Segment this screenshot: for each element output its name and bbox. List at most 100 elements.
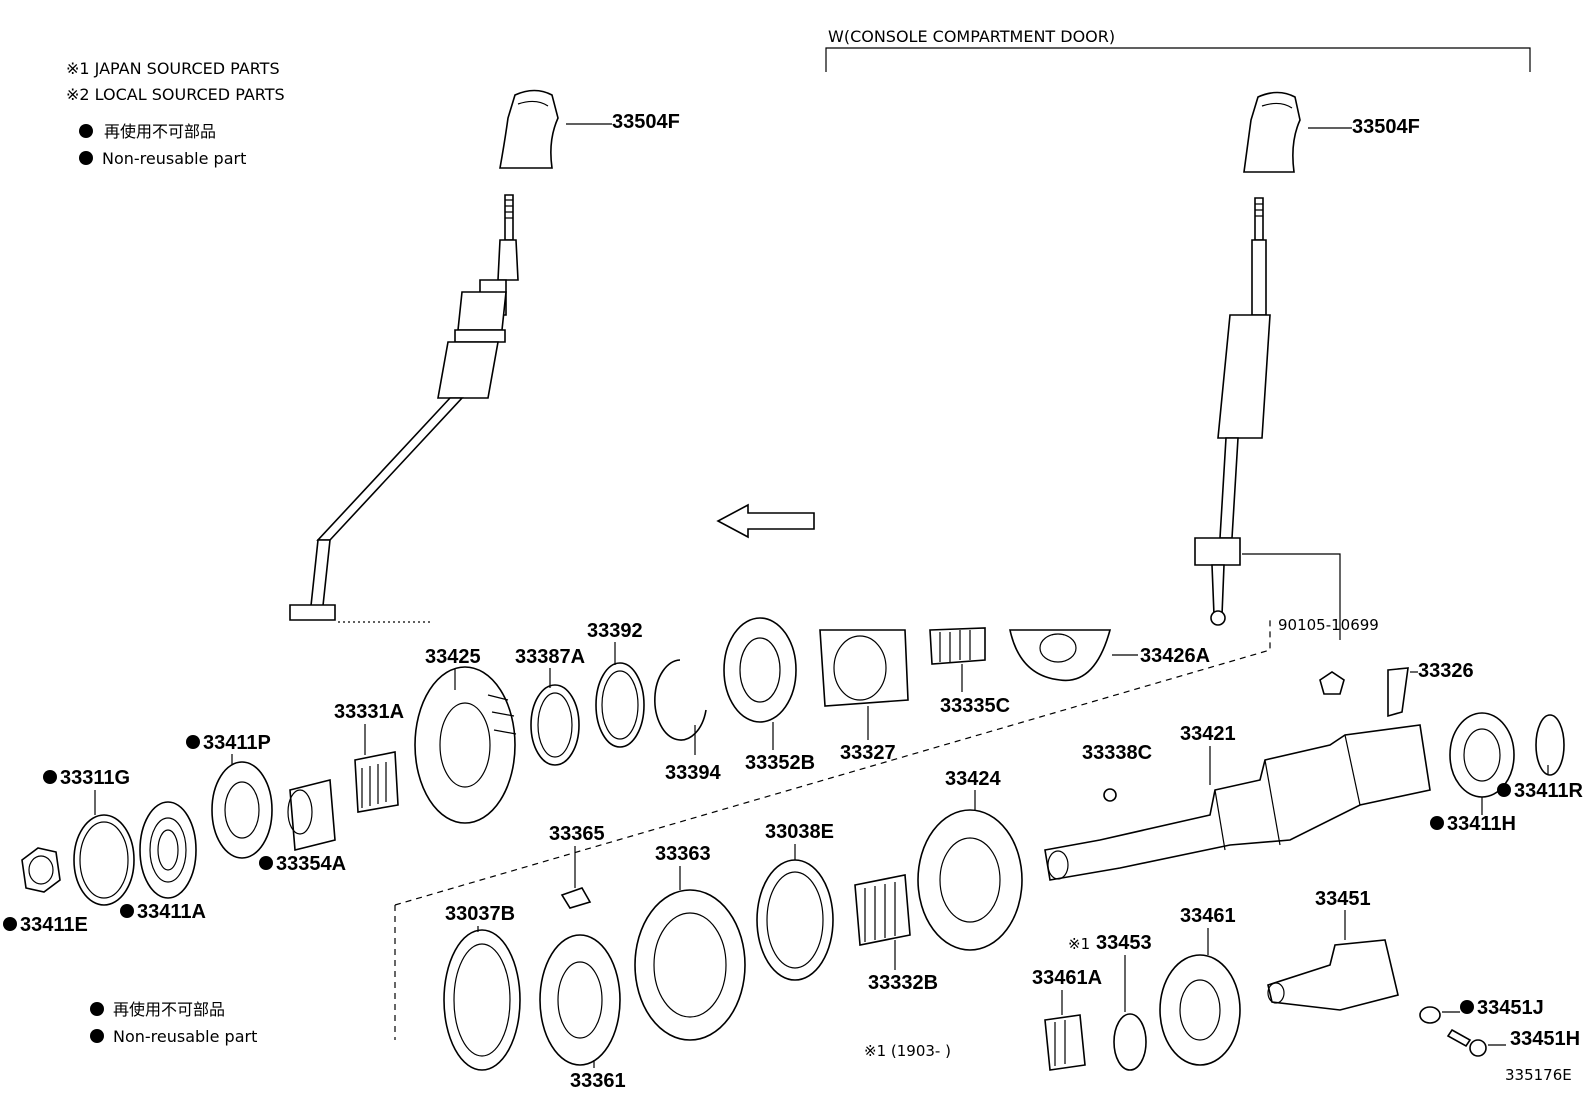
part-33327-sleeve — [819, 629, 909, 707]
nonreusable-bullet-icon — [79, 151, 93, 165]
part-33037B-ring — [443, 929, 521, 1071]
part-33394-snap-ring — [654, 659, 707, 741]
part-33326-bracket — [1319, 667, 1409, 718]
part-33038E-synchro-ring — [756, 859, 834, 981]
label-33421: 33421 — [1180, 723, 1236, 745]
cut-label-bolt: 90105-10699 — [1278, 616, 1379, 634]
part-33451H-bolt — [1446, 1028, 1487, 1057]
date-note: ※1 (1903- ) — [864, 1042, 951, 1060]
label-33453: 33453 — [1096, 932, 1152, 954]
label-33451: 33451 — [1315, 888, 1371, 910]
label-33363: 33363 — [655, 843, 711, 865]
nonreusable-bullet-icon — [1430, 816, 1444, 830]
part-33451J-washer — [1419, 1006, 1441, 1024]
part-33453-ring — [1113, 1013, 1147, 1071]
nonreusable-bullet-icon — [120, 904, 134, 918]
part-33354A-spacer — [287, 778, 336, 852]
label-33411E: 33411E — [20, 914, 88, 936]
part-33411A-bearing — [139, 801, 197, 899]
nonreusable-bullet-icon — [1497, 783, 1511, 797]
label-33451J: 33451J — [1477, 997, 1544, 1019]
label-33504F-left: 33504F — [612, 111, 680, 133]
label-33038E: 33038E — [765, 821, 834, 843]
label-33411A: 33411A — [137, 901, 206, 923]
label-33311G: 33311G — [60, 767, 130, 789]
nonreusable-bullet-icon — [186, 735, 200, 749]
label-33424: 33424 — [945, 768, 1001, 790]
nonreusable-bullet-icon — [90, 1002, 104, 1016]
legend-nonreusable-jp: 再使用不可部品 — [104, 122, 216, 141]
label-33426A: 33426A — [1140, 645, 1210, 667]
part-33335C-needle-bearing — [929, 627, 986, 665]
label-33453-mark: ※1 — [1068, 935, 1090, 953]
part-33411R-snap-ring — [1535, 714, 1565, 776]
diagram-id: 335176E — [1505, 1066, 1572, 1084]
direction-arrow-icon — [716, 503, 815, 539]
part-33426A-gear — [1009, 629, 1112, 682]
legend-note-japan: ※1 JAPAN SOURCED PARTS — [66, 59, 280, 78]
part-33387A-synchro-ring — [530, 684, 580, 766]
label-33335C: 33335C — [940, 695, 1010, 717]
label-33331A: 33331A — [334, 701, 404, 723]
part-33331A-needle-bearing — [354, 751, 399, 813]
nonreusable-bullet-icon — [1460, 1000, 1474, 1014]
lever-base-left — [289, 604, 336, 621]
label-33354A: 33354A — [276, 853, 346, 875]
nonreusable-bullet-icon — [3, 917, 17, 931]
part-33361-hub — [539, 934, 621, 1066]
label-33037B: 33037B — [445, 903, 515, 925]
nonreusable-bullet-icon — [79, 124, 93, 138]
label-33461: 33461 — [1180, 905, 1236, 927]
legend-note-local: ※2 LOCAL SOURCED PARTS — [66, 85, 285, 104]
label-33352B: 33352B — [745, 752, 815, 774]
legend-top: ※1 JAPAN SOURCED PARTS ※2 LOCAL SOURCED … — [66, 59, 285, 168]
label-33411R: 33411R — [1514, 780, 1584, 802]
part-33311G-snap-ring — [73, 814, 135, 906]
nonreusable-bullet-icon — [90, 1029, 104, 1043]
part-33451-shaft — [1267, 939, 1399, 1011]
label-33365: 33365 — [549, 823, 605, 845]
label-33387A: 33387A — [515, 646, 585, 668]
console-section-label: W(CONSOLE COMPARTMENT DOOR) — [828, 27, 1115, 46]
part-33338C-ball — [1103, 788, 1117, 802]
label-33425: 33425 — [425, 646, 481, 668]
part-33425-gear — [414, 666, 517, 824]
label-33326: 33326 — [1418, 660, 1474, 682]
part-33461-gear — [1159, 954, 1241, 1066]
part-33363-sleeve — [634, 889, 746, 1041]
part-33365-key — [560, 887, 592, 909]
part-33461A-needle-bearing — [1044, 1014, 1086, 1071]
label-33411H: 33411H — [1447, 813, 1516, 835]
label-33394: 33394 — [665, 762, 721, 784]
label-33361: 33361 — [570, 1070, 626, 1092]
label-33461A: 33461A — [1032, 967, 1102, 989]
part-33424-gear — [917, 809, 1023, 951]
part-labels: 33426A 33326 33425 33387A 33392 33331A 3… — [3, 620, 1584, 1092]
part-33411E-nut — [21, 847, 61, 893]
part-33421-main-shaft — [1044, 724, 1431, 881]
part-33411P-bearing — [211, 761, 273, 859]
console-section-bracket: W(CONSOLE COMPARTMENT DOOR) — [825, 27, 1531, 72]
label-33332B: 33332B — [868, 972, 938, 994]
legend-nonreusable-en: Non-reusable part — [102, 149, 246, 168]
nonreusable-bullet-icon — [259, 856, 273, 870]
label-33411P: 33411P — [203, 732, 271, 754]
legend-nonreusable-jp: 再使用不可部品 — [113, 1000, 225, 1019]
label-33451H: 33451H — [1510, 1028, 1580, 1050]
nonreusable-bullet-icon — [43, 770, 57, 784]
shift-knob-left — [499, 89, 559, 169]
shift-lever-right: 33504F — [1194, 91, 1420, 640]
label-33504F-right: 33504F — [1352, 116, 1420, 138]
part-33392-ring — [595, 662, 645, 748]
label-33338C: 33338C — [1082, 742, 1152, 764]
part-33332B-needle-bearing — [854, 874, 911, 946]
lever-collar-right — [1194, 537, 1241, 566]
part-33352B-hub — [723, 617, 797, 723]
legend-nonreusable-en: Non-reusable part — [113, 1027, 257, 1046]
label-33392: 33392 — [587, 620, 643, 642]
legend-bottom: 再使用不可部品 Non-reusable part — [90, 1000, 257, 1046]
shift-knob-right — [1243, 91, 1301, 173]
label-33327: 33327 — [840, 742, 896, 764]
shift-lever-left: 33504F — [289, 89, 680, 623]
